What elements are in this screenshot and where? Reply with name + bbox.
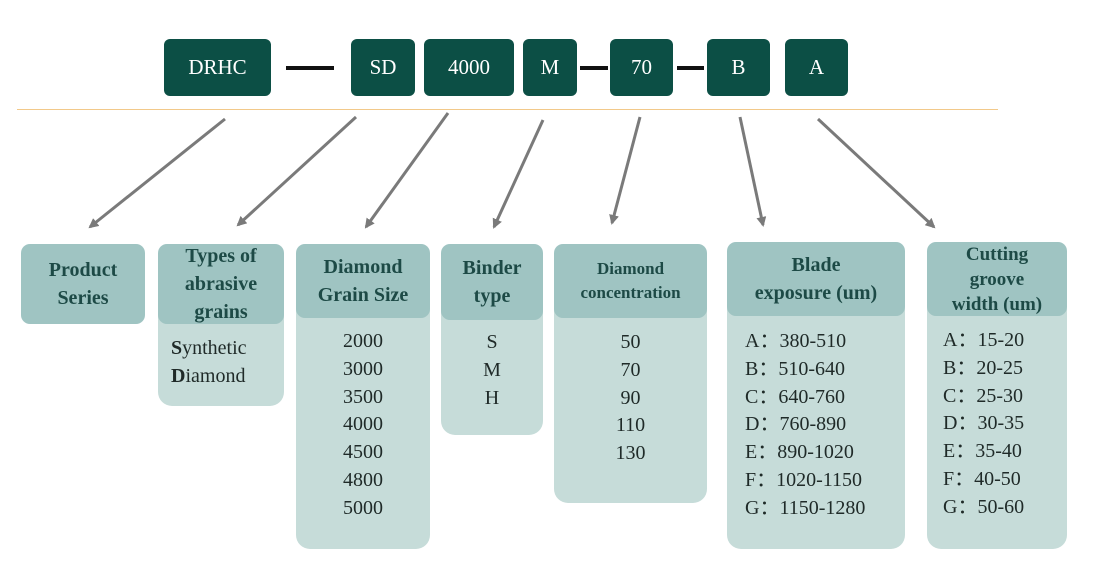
arrow-exposure xyxy=(738,116,767,227)
header-grain-size: Diamond Grain Size xyxy=(296,244,430,318)
header-line: Diamond xyxy=(323,256,403,278)
code-segment-grain-type: SD xyxy=(351,39,415,96)
list-groove-width: A：15-20 B：20-25 C：25-30 D：30-35 E：35-40 … xyxy=(927,296,1067,549)
concentration-value: 70 xyxy=(620,358,641,381)
grain-size-value: 4000 xyxy=(343,413,383,436)
groove-width-value: F：40-50 xyxy=(943,467,1021,490)
code-dash xyxy=(286,66,334,70)
header-product-series: Product Series xyxy=(21,244,145,324)
list-grain-size: 2000 3000 3500 4000 4500 4800 5000 xyxy=(296,296,430,549)
grain-size-value: 4800 xyxy=(343,468,383,491)
concentration-value: 110 xyxy=(615,414,646,437)
header-line: concentration xyxy=(580,283,681,302)
header-line: Blade xyxy=(791,254,841,276)
header-line: Diamond xyxy=(596,259,665,278)
groove-width-value: G：50-60 xyxy=(943,495,1025,518)
divider-line xyxy=(17,109,998,110)
arrow-concentration xyxy=(609,116,642,225)
exposure-value: C：640-760 xyxy=(745,385,845,408)
concentration-value: 90 xyxy=(620,386,641,409)
header-abrasive: Types of abrasive grains xyxy=(158,244,284,324)
code-segment-exposure: B xyxy=(707,39,770,96)
abrasive-value-line: Diamond xyxy=(171,364,246,387)
list-concentration: 50 70 90 110 130 xyxy=(554,296,707,503)
code-dash xyxy=(580,66,608,70)
grain-size-value: 3500 xyxy=(343,385,383,408)
groove-width-value: B：20-25 xyxy=(943,356,1023,379)
code-segment-product: DRHC xyxy=(164,39,271,96)
code-segment-grain-size: 4000 xyxy=(424,39,514,96)
binder-value: M xyxy=(483,358,501,381)
concentration-value: 130 xyxy=(615,442,646,465)
list-exposure: A：380-510 B：510-640 C：640-760 D：760-890 … xyxy=(727,296,905,549)
grain-size-value: 4500 xyxy=(343,441,383,464)
code-segment-concentration: 70 xyxy=(610,39,673,96)
code-segment-groove-width: A xyxy=(785,39,848,96)
grain-size-value: 3000 xyxy=(343,357,383,380)
arrow-groove-width xyxy=(816,117,936,229)
header-line: width (um) xyxy=(951,293,1043,315)
grain-size-value: 5000 xyxy=(343,496,383,519)
binder-value: S xyxy=(486,331,498,353)
header-line: type xyxy=(473,285,511,307)
groove-width-value: A：15-20 xyxy=(943,329,1025,351)
exposure-value: A：380-510 xyxy=(745,330,847,352)
header-line: grains xyxy=(194,301,248,323)
grain-size-value: 2000 xyxy=(343,330,383,352)
code-dash xyxy=(677,66,704,70)
header-line: groove xyxy=(969,268,1025,290)
header-exposure: Blade exposure (um) xyxy=(727,242,905,316)
exposure-value: D：760-890 xyxy=(745,413,847,436)
arrow-abrasive xyxy=(236,115,358,227)
header-line: Product xyxy=(48,259,118,281)
header-line: Grain Size xyxy=(317,284,409,306)
header-line: Binder xyxy=(462,257,522,279)
groove-width-value: D：30-35 xyxy=(943,412,1025,435)
exposure-value: G：1150-1280 xyxy=(745,496,866,519)
header-line: Types of xyxy=(185,245,257,267)
exposure-value: E：890-1020 xyxy=(745,441,854,464)
header-line: Cutting xyxy=(965,243,1029,265)
arrow-product xyxy=(88,117,226,229)
header-groove-width: Cutting groove width (um) xyxy=(927,242,1067,316)
groove-width-value: E：35-40 xyxy=(943,440,1022,463)
code-segment-binder: M xyxy=(523,39,577,96)
header-line: Series xyxy=(57,287,109,309)
groove-width-value: C：25-30 xyxy=(943,384,1023,407)
binder-value: H xyxy=(484,386,500,409)
abrasive-value-line: Synthetic xyxy=(171,337,247,359)
exposure-value: F：1020-1150 xyxy=(745,468,863,491)
arrow-binder xyxy=(492,119,545,229)
concentration-value: 50 xyxy=(620,331,641,353)
exposure-value: B：510-640 xyxy=(745,357,845,380)
arrow-grain-size xyxy=(364,112,450,229)
header-line: abrasive xyxy=(184,273,258,295)
header-concentration: Diamond concentration xyxy=(554,244,707,318)
header-line: exposure (um) xyxy=(754,282,878,304)
header-binder: Binder type xyxy=(441,244,543,320)
